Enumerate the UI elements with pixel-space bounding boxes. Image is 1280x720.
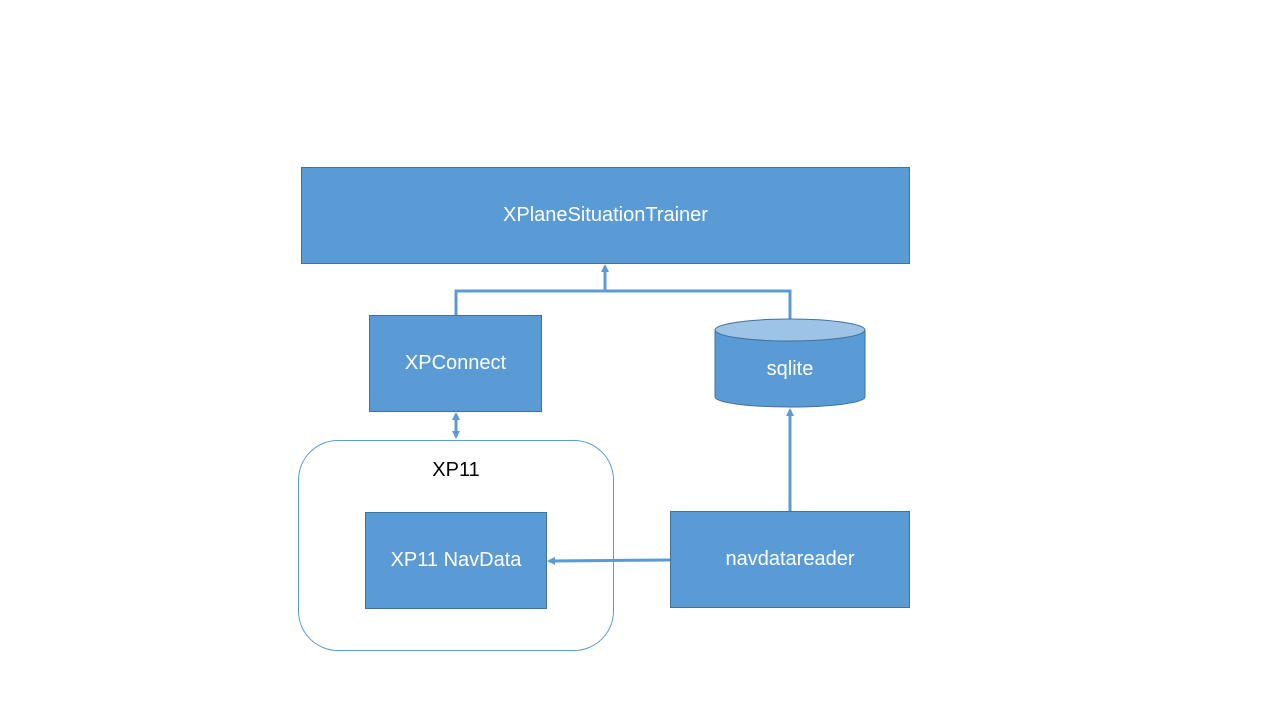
edge-sqlite-to-trainer (605, 289, 792, 320)
edge-xpconnect-to-trainer (454, 264, 609, 315)
node-xp11-navdata-label: XP11 NavData (390, 549, 522, 571)
node-navdatareader: navdatareader (670, 511, 910, 608)
sqlite-cylinder-body (714, 329, 866, 408)
node-xplane-situation-trainer-label: XPlaneSituationTrainer (503, 204, 708, 226)
edge-navdatareader-to-navdata (547, 556, 671, 565)
sqlite-cylinder (714, 318, 866, 408)
node-xp11-navdata: XP11 NavData (365, 512, 547, 609)
node-sqlite-label: sqlite (766, 357, 814, 380)
node-xplane-situation-trainer: XPlaneSituationTrainer (301, 167, 910, 264)
node-xpconnect-label: XPConnect (404, 352, 507, 374)
sqlite-cylinder-top (714, 318, 866, 342)
xp11-group-label: XP11 (432, 459, 480, 481)
node-xpconnect: XPConnect (369, 315, 542, 412)
node-navdatareader-label: navdatareader (725, 548, 855, 570)
